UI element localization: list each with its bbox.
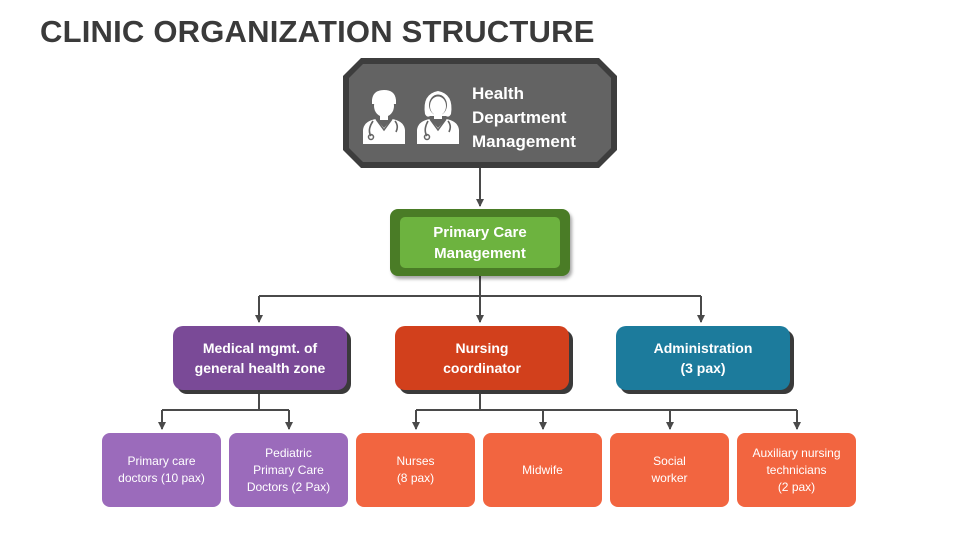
midwife-node: Midwife (483, 433, 602, 507)
administration-node: Administration (3 pax) (616, 326, 790, 390)
pediatric-doctors-node: Pediatric Primary Care Doctors (2 Pax) (229, 433, 348, 507)
primary-care-node: Primary Care Management (390, 209, 570, 276)
page-title: CLINIC ORGANIZATION STRUCTURE (40, 14, 595, 49)
health-department-label: Health Department Management (472, 84, 576, 151)
primary-care-label: Primary Care Management (400, 217, 560, 268)
nurses-node: Nurses (8 pax) (356, 433, 475, 507)
social-worker-node: Social worker (610, 433, 729, 507)
nursing-coordinator-node: Nursing coordinator (395, 326, 569, 390)
health-department-node: Health Department Management (343, 58, 617, 168)
female-doctor-icon (417, 91, 459, 144)
auxiliary-nursing-node: Auxiliary nursing technicians (2 pax) (737, 433, 856, 507)
medical-management-node: Medical mgmt. of general health zone (173, 326, 347, 390)
primary-care-doctors-node: Primary care doctors (10 pax) (102, 433, 221, 507)
male-doctor-icon (363, 90, 405, 144)
